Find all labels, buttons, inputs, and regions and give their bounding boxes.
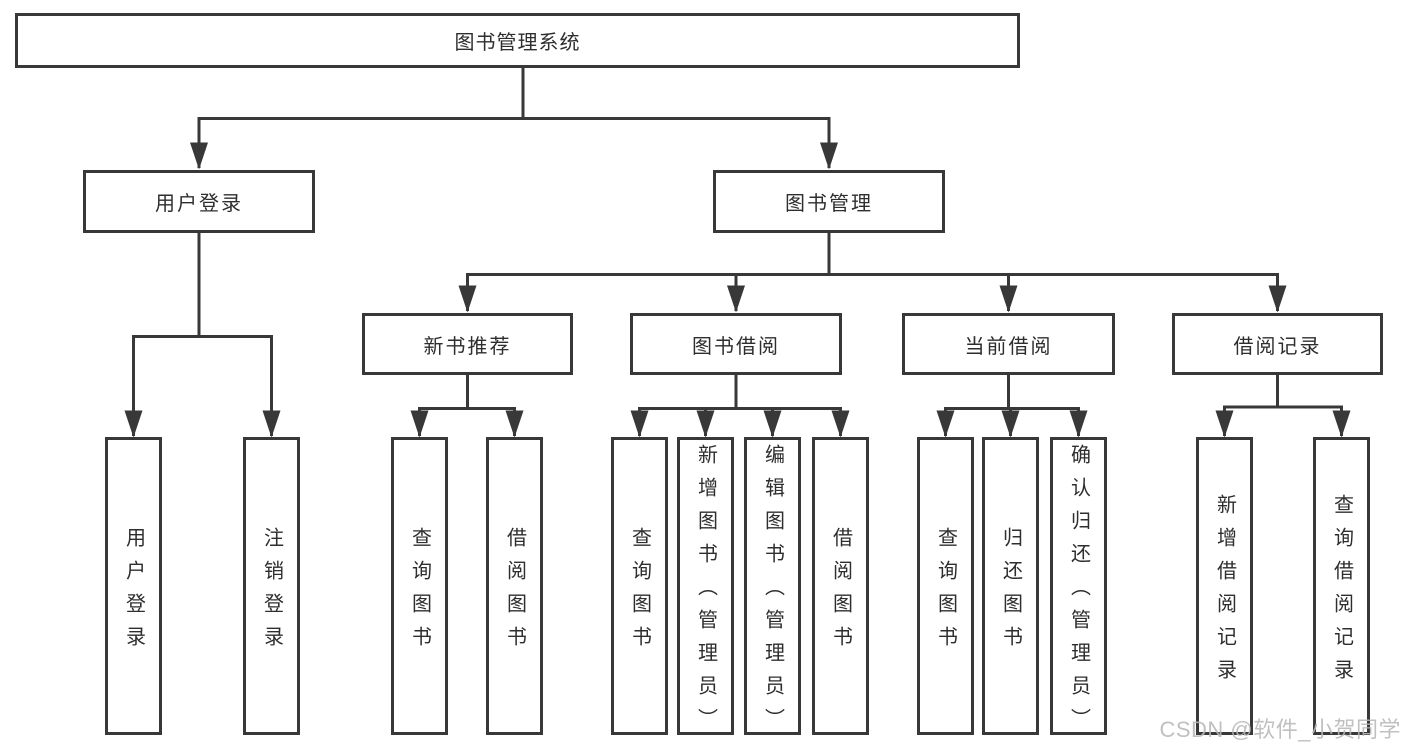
node-label: 新书推荐 [423, 335, 512, 358]
node-book-management: 图书管理 [713, 170, 945, 233]
leaf-current-query-book: 查询图书 [917, 437, 974, 735]
node-label: 新增借阅记录 [1213, 493, 1236, 692]
node-book-borrowing: 图书借阅 [630, 313, 842, 375]
node-current-borrowing: 当前借阅 [902, 313, 1115, 375]
connector-root-to-level2 [190, 66, 838, 170]
node-label: 确认归还（管理员） [1067, 444, 1090, 741]
node-label: 注销登录 [260, 526, 283, 659]
node-label: 查询图书 [628, 526, 651, 659]
node-borrowing-records: 借阅记录 [1172, 313, 1383, 375]
connector-new-book-children [410, 375, 524, 438]
csdn-watermark: CSDN @软件_小贺同学 [1159, 717, 1401, 742]
node-label: 用户登录 [155, 193, 243, 215]
node-label: 归还图书 [999, 526, 1022, 659]
node-label: 编辑图书（管理员） [761, 444, 784, 741]
node-label: 新增图书（管理员） [694, 444, 717, 741]
leaf-query-borrow-record: 查询借阅记录 [1313, 437, 1370, 735]
node-user-login: 用户登录 [83, 170, 315, 233]
leaf-return-book: 归还图书 [982, 437, 1039, 735]
node-label: 查询图书 [934, 526, 957, 659]
node-label: 当前借阅 [964, 335, 1053, 358]
leaf-add-book-admin: 新增图书（管理员） [677, 437, 734, 741]
connector-book-management-children [458, 233, 1287, 313]
leaf-edit-book-admin: 编辑图书（管理员） [744, 437, 801, 741]
leaf-borrowing-query-book: 查询图书 [611, 437, 668, 735]
leaf-borrowing-borrow-book: 借阅图书 [812, 437, 869, 735]
node-label: 图书管理 [785, 193, 873, 215]
leaf-user-login: 用户登录 [105, 437, 162, 735]
leaf-confirm-return-admin: 确认归还（管理员） [1050, 437, 1107, 741]
leaf-add-borrow-record: 新增借阅记录 [1196, 437, 1253, 735]
node-root: 图书管理系统 [15, 13, 1020, 68]
connector-book-borrow-children [630, 375, 850, 438]
node-label: 查询图书 [408, 526, 431, 659]
connector-user-login-children [124, 233, 281, 438]
node-new-book-recommendation: 新书推荐 [362, 313, 573, 375]
leaf-recommend-borrow-book: 借阅图书 [486, 437, 543, 735]
node-label: 用户登录 [122, 526, 145, 659]
node-label: 查询借阅记录 [1330, 493, 1353, 692]
node-label: 图书管理系统 [454, 32, 581, 54]
leaf-logout: 注销登录 [243, 437, 300, 735]
node-label: 借阅图书 [829, 526, 852, 659]
node-label: 图书借阅 [692, 335, 780, 358]
node-label: 借阅记录 [1233, 335, 1322, 358]
leaf-recommend-query-book: 查询图书 [391, 437, 448, 735]
connector-current-borrow-children [936, 375, 1088, 438]
connector-borrow-records-children [1215, 375, 1351, 438]
node-label: 借阅图书 [503, 526, 526, 659]
